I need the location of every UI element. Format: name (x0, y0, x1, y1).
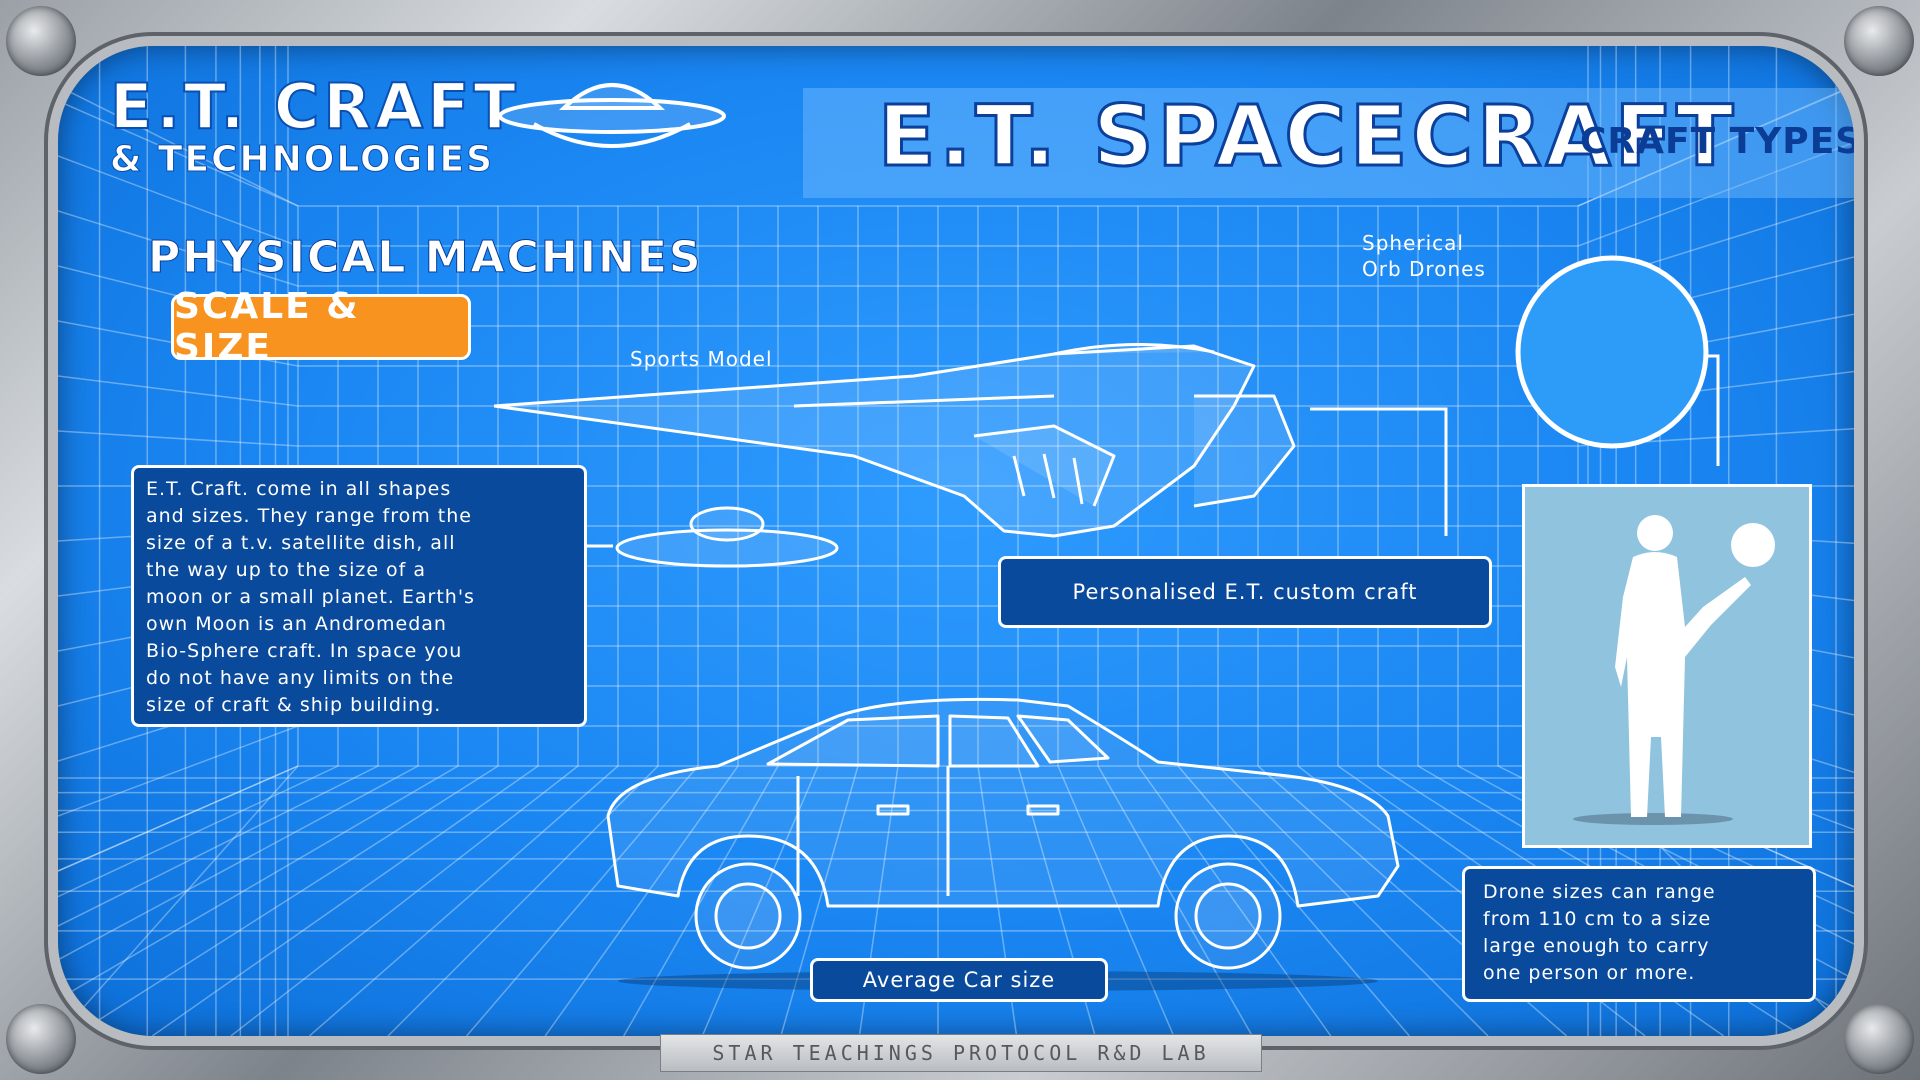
description-line: E.T. Craft. come in all shapes (146, 478, 452, 500)
description-line: moon or a small planet. Earth's (146, 586, 475, 608)
page-title: E.T. SPACECRAFT (876, 87, 1738, 185)
corner-bolt-icon (6, 1004, 76, 1074)
description-line: own Moon is an Andromedan (146, 613, 447, 635)
footer-plate: STAR TEACHINGS PROTOCOL R&D LAB (660, 1034, 1262, 1072)
drone-note-line: from 110 cm to a size (1483, 908, 1712, 930)
sports-model-label: Sports Model (630, 347, 773, 371)
corner-bolt-icon (6, 6, 76, 76)
description-line: do not have any limits on the (146, 667, 455, 689)
saucer-logo-icon (498, 83, 726, 148)
orb-drone-icon (1515, 255, 1709, 449)
blueprint-screen: E.T. CRAFT & TECHNOLOGIES E.T. SPACECRAF… (58, 46, 1854, 1036)
person-silhouette-icon (1573, 515, 1775, 825)
page-subtitle: CRAFT TYPES (1580, 121, 1854, 162)
title-bar (803, 88, 1854, 198)
section-title: PHYSICAL MACHINES (148, 232, 703, 283)
orb-drones-label-line1: Spherical (1362, 231, 1464, 255)
car-outline-icon (606, 697, 1400, 991)
description-line: size of craft & ship building. (146, 694, 442, 716)
description-line: size of a t.v. satellite dish, all (146, 532, 456, 554)
sports-model-craft-icon (494, 342, 1296, 538)
description-line: Bio-Sphere craft. In space you (146, 640, 463, 662)
brand-subtitle: & TECHNOLOGIES (109, 139, 495, 180)
corner-bolt-icon (1844, 6, 1914, 76)
person-scale-panel (1522, 484, 1812, 848)
description-line: and sizes. They range from the (146, 505, 472, 527)
drone-note-line: large enough to carry (1483, 935, 1710, 957)
description-line: the way up to the size of a (146, 559, 427, 581)
custom-craft-label-box: Personalised E.T. custom craft (998, 556, 1492, 628)
drone-note-line: one person or more. (1483, 962, 1696, 984)
corner-bolt-icon (1844, 1004, 1914, 1074)
small-saucer-icon (615, 506, 839, 568)
drone-note-line: Drone sizes can range (1483, 881, 1716, 903)
brand-title: E.T. CRAFT (109, 70, 520, 143)
car-size-label-box: Average Car size (810, 958, 1108, 1002)
drone-size-box: Drone sizes can range from 110 cm to a s… (1462, 866, 1816, 1002)
description-box: E.T. Craft. come in all shapes and sizes… (131, 465, 587, 727)
orb-drones-label-line2: Orb Drones (1362, 257, 1486, 281)
